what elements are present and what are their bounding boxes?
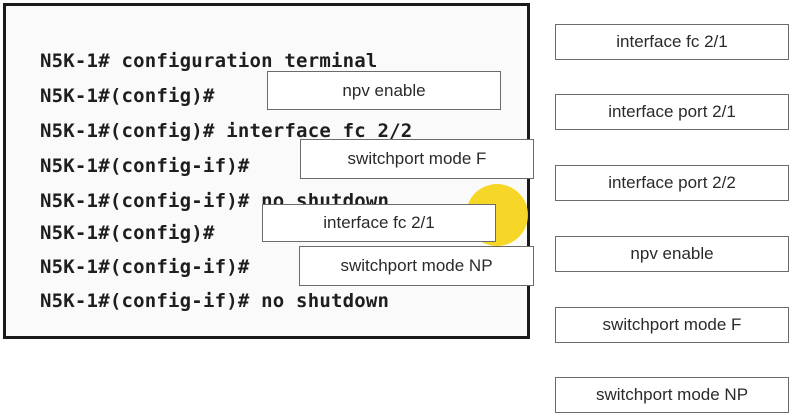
option-interface-fc-2-1[interactable]: interface fc 2/1	[555, 24, 789, 60]
placed-answer-switchport-mode-f[interactable]: switchport mode F	[300, 139, 534, 179]
cli-line: N5K-1#(config)#	[40, 222, 215, 244]
option-npv-enable[interactable]: npv enable	[555, 236, 789, 272]
cli-line: N5K-1#(config-if)#	[40, 256, 250, 278]
placed-answer-npv-enable[interactable]: npv enable	[267, 71, 501, 110]
placed-answer-interface-fc-2-1[interactable]: interface fc 2/1	[262, 204, 496, 242]
option-interface-port-2-1[interactable]: interface port 2/1	[555, 94, 789, 130]
cli-line: N5K-1#(config)#	[40, 85, 215, 107]
option-switchport-mode-f[interactable]: switchport mode F	[555, 307, 789, 343]
cli-line: N5K-1#(config-if)# no shutdown	[40, 290, 390, 312]
placed-answer-switchport-mode-np[interactable]: switchport mode NP	[299, 246, 534, 286]
option-switchport-mode-np[interactable]: switchport mode NP	[555, 377, 789, 413]
option-interface-port-2-2[interactable]: interface port 2/2	[555, 165, 789, 201]
cli-line: N5K-1#(config)# interface fc 2/2	[40, 120, 413, 142]
cli-line: N5K-1#(config-if)#	[40, 155, 250, 177]
cli-line: N5K-1# configuration terminal	[40, 50, 378, 72]
